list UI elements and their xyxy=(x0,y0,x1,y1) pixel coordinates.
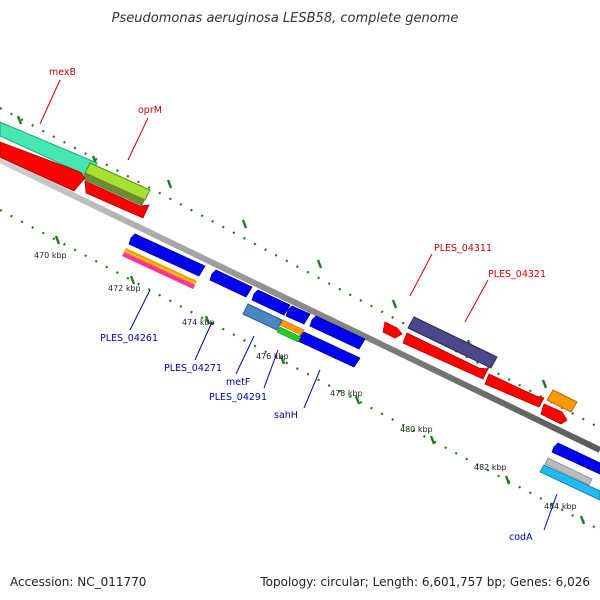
tick-track-upper xyxy=(0,107,600,429)
oprM-connector xyxy=(127,117,149,161)
cds-reverse-2[interactable] xyxy=(209,269,253,298)
major-ticks xyxy=(54,235,586,525)
cds-forward-4[interactable] xyxy=(402,332,489,380)
tick-label-482: 482 kbp xyxy=(474,463,507,472)
cds-reverse-7[interactable] xyxy=(551,442,600,475)
genome-backbone xyxy=(0,157,600,453)
gene-label-sahH[interactable]: sahH xyxy=(274,410,298,421)
PLES_04321-connector xyxy=(464,279,489,323)
sahH-connector xyxy=(303,369,321,409)
map-title: Pseudomonas aeruginosa LESB58, complete … xyxy=(112,11,459,26)
tick-label-474: 474 kbp xyxy=(182,318,215,327)
oprM-shadow xyxy=(82,173,145,206)
gray-feature-bottom[interactable] xyxy=(544,457,593,486)
tick-track-lower xyxy=(0,209,600,531)
gene-label-PLES_04261[interactable]: PLES_04261 xyxy=(100,333,158,344)
cds-forward-3[interactable] xyxy=(382,321,403,339)
gene-label-oprM[interactable]: oprM xyxy=(138,105,162,116)
gene-label-codA[interactable]: codA xyxy=(509,532,533,543)
gene-label-mexB[interactable]: mexB xyxy=(49,67,76,78)
PLES_04261-connector xyxy=(129,289,151,331)
cds-reverse-5[interactable] xyxy=(309,315,366,350)
sahH-feature[interactable] xyxy=(297,331,361,368)
gene-label-PLES_04271[interactable]: PLES_04271 xyxy=(164,363,222,374)
cds-forward-6[interactable] xyxy=(540,403,568,425)
tick-label-470: 470 kbp xyxy=(34,251,67,260)
gene-label-PLES_04321[interactable]: PLES_04321 xyxy=(488,269,546,280)
metF-feature[interactable] xyxy=(242,303,283,331)
PLES_04311-feature[interactable] xyxy=(407,316,498,369)
cds-reverse-3[interactable] xyxy=(251,289,291,316)
PLES_04291-connector xyxy=(263,349,279,389)
PLES_04291-green[interactable] xyxy=(276,326,302,343)
tick-label-484: 484 kbp xyxy=(544,502,577,511)
PLES_04271-connector xyxy=(194,321,213,361)
PLES_04261-feature[interactable] xyxy=(122,248,197,289)
gene-label-metF[interactable]: metF xyxy=(226,377,250,388)
cds-reverse-1[interactable] xyxy=(128,233,206,277)
mexB-connector xyxy=(39,79,61,125)
codA-feature[interactable] xyxy=(539,464,600,501)
gene-label-PLES_04311[interactable]: PLES_04311 xyxy=(434,243,492,254)
accession-text: Accession: NC_011770 xyxy=(10,575,146,589)
tick-label-476: 476 kbp xyxy=(256,352,289,361)
cds-forward-5[interactable] xyxy=(484,373,545,408)
metF-connector xyxy=(235,335,255,375)
cds-forward-1[interactable] xyxy=(0,141,86,192)
PLES_04311-connector xyxy=(409,253,433,297)
tick-label-478: 478 kbp xyxy=(330,389,363,398)
codA-connector xyxy=(543,493,558,531)
cds-reverse-4[interactable] xyxy=(285,305,311,325)
PLES_04291-orange[interactable] xyxy=(279,319,305,336)
cds-forward-2[interactable] xyxy=(84,180,150,219)
gene-label-PLES_04291[interactable]: PLES_04291 xyxy=(209,392,267,403)
genome-summary-text: Topology: circular; Length: 6,601,757 bp… xyxy=(259,575,590,589)
tick-label-472: 472 kbp xyxy=(108,284,141,293)
orange-feature-right[interactable] xyxy=(546,389,578,413)
tick-label-480: 480 kbp xyxy=(400,425,433,434)
